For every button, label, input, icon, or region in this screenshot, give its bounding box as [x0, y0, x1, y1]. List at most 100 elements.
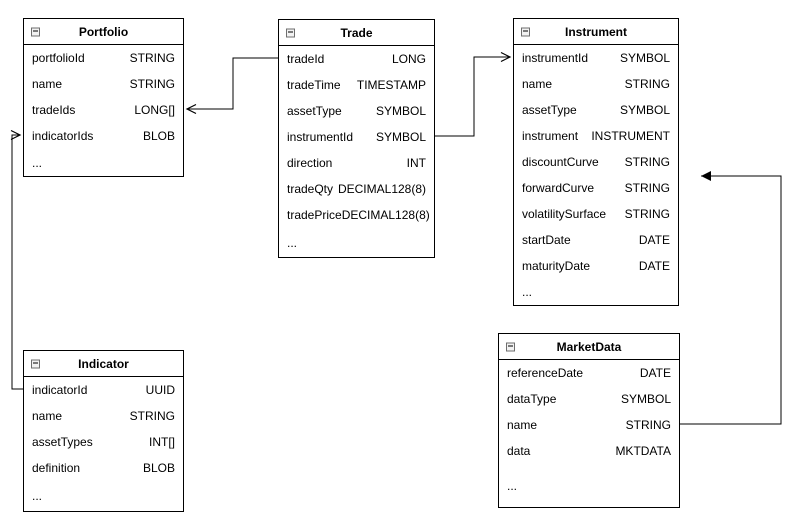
field-type: MKTDATA	[615, 444, 671, 458]
collapse-icon[interactable]	[31, 359, 40, 368]
connector-marketdata-name-to-instrument	[680, 171, 782, 425]
field-row: dataType SYMBOL	[499, 386, 679, 412]
field-type: DATE	[639, 366, 671, 380]
field-type: BLOB	[142, 129, 175, 143]
field-name: name	[32, 77, 63, 91]
field-type: STRING	[624, 207, 670, 221]
field-row: definition BLOB	[24, 455, 183, 481]
entity-header: Trade	[279, 20, 434, 46]
field-row: indicatorIds BLOB	[24, 123, 183, 149]
field-type: DATE	[638, 233, 670, 247]
field-type: DECIMAL128(8)	[337, 182, 426, 196]
field-name: name	[507, 418, 538, 432]
entity-header: Instrument	[514, 19, 678, 45]
field-type: STRING	[129, 77, 175, 91]
field-name: assetTypes	[32, 435, 93, 449]
field-type: STRING	[129, 51, 175, 65]
field-type: INT[]	[149, 435, 175, 449]
field-name: direction	[287, 156, 333, 170]
entity-header: Indicator	[24, 351, 183, 377]
field-row: volatilitySurface STRING	[514, 201, 678, 227]
field-row: discountCurve STRING	[514, 149, 678, 175]
entity-title: Instrument	[564, 24, 627, 39]
field-type: SYMBOL	[619, 51, 670, 65]
field-name: tradeId	[287, 52, 325, 66]
field-name: startDate	[522, 233, 571, 247]
collapse-icon[interactable]	[31, 27, 40, 36]
field-name: indicatorIds	[32, 129, 94, 143]
field-row: name STRING	[514, 71, 678, 97]
field-name: name	[522, 77, 553, 91]
field-name: instrumentId	[287, 130, 354, 144]
field-type: TIMESTAMP	[356, 78, 426, 92]
field-row-ellipsis: ...	[24, 149, 183, 176]
field-type: INT	[406, 156, 426, 170]
field-type: BLOB	[142, 461, 175, 475]
field-type: UUID	[145, 383, 175, 397]
field-name: tradeQty	[287, 182, 334, 196]
entity-header: MarketData	[499, 334, 679, 360]
field-name: dataType	[507, 392, 557, 406]
field-row: indicatorId UUID	[24, 377, 183, 403]
field-name: forwardCurve	[522, 181, 595, 195]
field-type: STRING	[624, 77, 670, 91]
field-type: STRING	[624, 155, 670, 169]
connector-indicator-indicatorid-to-portfolio-indicatorids	[10, 129, 23, 390]
field-name: definition	[32, 461, 81, 475]
entity-marketdata[interactable]: MarketData referenceDate DATE dataType SYMBO…	[498, 333, 680, 508]
field-name: tradeTime	[287, 78, 341, 92]
field-type: SYMBOL	[619, 103, 670, 117]
collapse-icon[interactable]	[286, 28, 295, 37]
entity-title: Trade	[340, 25, 373, 40]
field-name: referenceDate	[507, 366, 584, 380]
field-name: ...	[32, 489, 43, 503]
entity-header: Portfolio	[24, 19, 183, 45]
field-name: assetType	[287, 104, 342, 118]
field-name: ...	[287, 235, 298, 250]
field-row-ellipsis: ...	[514, 279, 678, 305]
field-row: assetTypes INT[]	[24, 429, 183, 455]
field-row: referenceDate DATE	[499, 360, 679, 386]
field-row-ellipsis: ...	[24, 481, 183, 511]
field-row-ellipsis: ...	[279, 228, 434, 257]
connector-trade-tradeid-to-portfolio-tradeids	[185, 57, 278, 115]
field-name: tradeIds	[32, 103, 76, 117]
field-name: name	[32, 409, 63, 423]
field-row: direction INT	[279, 150, 434, 176]
field-name: discountCurve	[522, 155, 599, 169]
field-type: STRING	[624, 181, 670, 195]
field-row: forwardCurve STRING	[514, 175, 678, 201]
collapse-icon[interactable]	[521, 27, 530, 36]
field-name: ...	[32, 155, 43, 170]
entity-title: MarketData	[556, 339, 622, 354]
field-row: tradeTime TIMESTAMP	[279, 72, 434, 98]
field-name: indicatorId	[32, 383, 88, 397]
field-name: instrument	[522, 129, 579, 143]
field-name: data	[507, 444, 531, 458]
field-type: SYMBOL	[620, 392, 671, 406]
field-name: volatilitySurface	[522, 207, 607, 221]
collapse-icon[interactable]	[506, 342, 515, 351]
field-row: data MKTDATA	[499, 438, 679, 464]
entity-title: Portfolio	[78, 24, 129, 39]
